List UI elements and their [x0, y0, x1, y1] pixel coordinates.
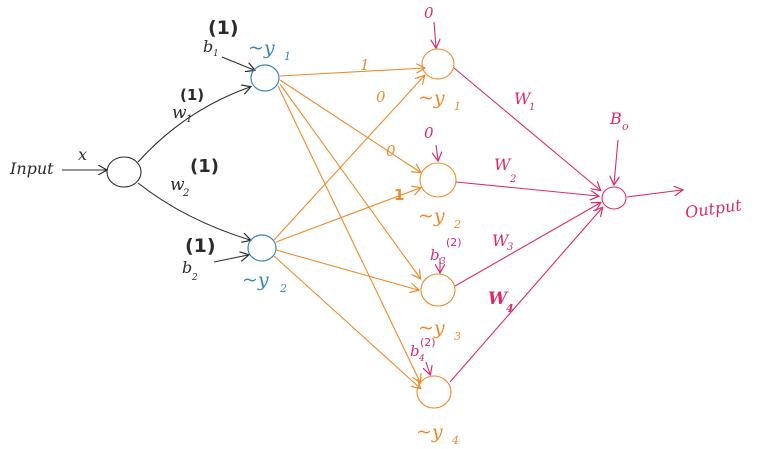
- edge-label-1-3: 0: [386, 142, 396, 160]
- output-label: Output: [684, 195, 743, 222]
- input-label: Input: [9, 159, 54, 178]
- edge-label-2-2: 1: [394, 186, 404, 204]
- edge-h2n1-output: [453, 67, 600, 190]
- bias-b2-sub: 2: [191, 273, 198, 283]
- input-node: [106, 156, 142, 188]
- output-weight-w2-label: W: [494, 155, 512, 174]
- edge-h2n3-output: [454, 203, 600, 287]
- output-weight-w1-sub: 1: [529, 102, 535, 113]
- edge-h2n2-output: [455, 181, 598, 196]
- hidden2-y1-label: ~y: [418, 87, 445, 109]
- edge-h1n2-h2n1: [273, 76, 424, 241]
- hidden2-node-2: [419, 162, 457, 198]
- output-weight-w4-sub: 4: [506, 302, 514, 315]
- output-weight-w3-sub: 3: [507, 242, 513, 253]
- output-arrow: [626, 190, 682, 198]
- hidden2-y4-sub: 4: [451, 434, 459, 447]
- bias-b2-arrow: [213, 255, 248, 263]
- output-node: [601, 186, 627, 210]
- edge-input-h1: [137, 87, 250, 163]
- output-weight-w4-label: W: [488, 289, 509, 309]
- weight-w1-sup: (1): [180, 86, 204, 104]
- hidden2-y2-sub: 2: [453, 218, 461, 231]
- edge-label-1-2: 0: [376, 88, 386, 106]
- hidden2-y2-label: ~y: [418, 205, 445, 227]
- weight-w2-label: w: [170, 175, 185, 195]
- edge-h1n1-h2n2: [279, 79, 420, 172]
- hidden1-y1-label: ~y: [248, 37, 275, 59]
- hidden1-y2-sub: 2: [279, 282, 287, 295]
- hidden1-y1-sub: 1: [284, 50, 291, 63]
- bias-h2-2-label: 0: [424, 124, 434, 142]
- weight-w2-sub: 2: [182, 188, 189, 199]
- edge-h1n1-h2n3: [279, 83, 420, 278]
- bias-b1-sup: (1): [208, 17, 239, 39]
- edge-input-h2: [137, 182, 250, 240]
- bias-h2-4-label: b: [410, 342, 420, 360]
- hidden1-node-2: [247, 234, 277, 262]
- output-weight-w2-sub: 2: [509, 174, 516, 185]
- bias-b1-sub: 1: [213, 49, 219, 59]
- hidden2-y4-label: ~y: [416, 421, 443, 443]
- bias-b1-arrow: [221, 56, 254, 70]
- hidden1-node-1: [250, 64, 280, 92]
- edge-h1n1-h2n4: [277, 85, 420, 382]
- hidden1-y2-label: ~y: [242, 269, 269, 291]
- hidden2-y3-sub: 3: [454, 330, 461, 343]
- edge-label-1-1: 1: [360, 56, 370, 74]
- bias-b2-sup: (1): [185, 235, 216, 257]
- hidden2-y3-label: ~y: [418, 317, 445, 339]
- hidden2-node-4: [416, 375, 452, 409]
- edge-h2n4-output: [449, 208, 602, 383]
- output-weight-w1-label: W: [514, 89, 532, 108]
- output-bias-sub: o: [622, 120, 629, 133]
- edge-h1n2-h2n2: [275, 188, 420, 243]
- edge-h1n1-h2n1: [279, 68, 424, 77]
- bias-b1-label: b: [203, 37, 213, 56]
- input-section: [62, 56, 254, 263]
- bias-output-arrow: [614, 139, 618, 184]
- hidden2-y1-sub: 1: [454, 100, 461, 113]
- bias-h2-3-sub: 3: [440, 257, 446, 267]
- output-weight-w3-label: W: [492, 231, 510, 250]
- input-var: x: [78, 145, 87, 164]
- edge-h1n2-h2n4: [273, 255, 420, 388]
- bias-h2-3-sup: (2): [446, 236, 462, 249]
- weight-w1-sub: 1: [186, 114, 192, 125]
- bias-h2-4-sub: 4: [418, 354, 425, 364]
- bias-h2-1-label: 0: [424, 4, 434, 22]
- bias-h2-3-label: b: [430, 246, 440, 264]
- edge-h1n2-h2n3: [275, 249, 418, 290]
- hidden2-node-1: [421, 48, 455, 80]
- output-bias-label: B: [609, 109, 622, 128]
- bias-h2-4-arrow: [426, 361, 430, 374]
- bias-b2-label: b: [182, 258, 192, 277]
- bias-h2-4-sup: (2): [420, 336, 436, 349]
- bias-h2-1-arrow: [434, 21, 436, 47]
- bias-h2-2-arrow: [436, 144, 438, 160]
- weight-w1-label: w: [172, 103, 187, 123]
- weight-w2-sup: (1): [190, 156, 219, 177]
- hidden2-node-3: [420, 273, 456, 307]
